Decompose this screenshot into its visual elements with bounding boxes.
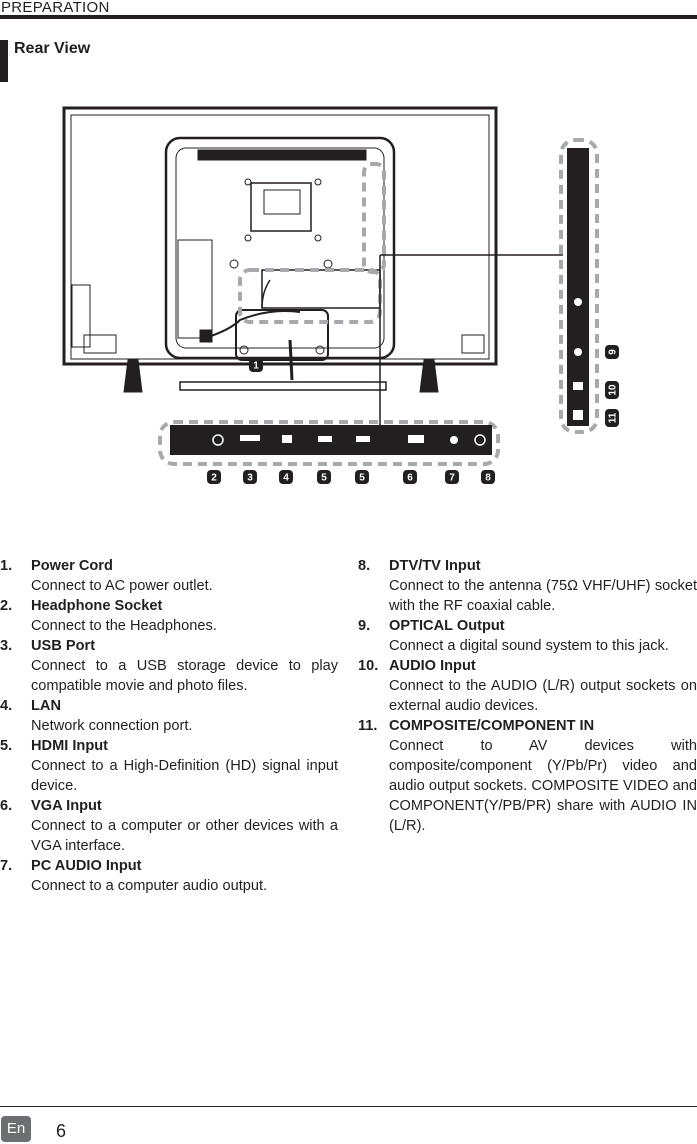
language-badge: En	[1, 1116, 31, 1142]
item-title: OPTICAL Output	[389, 618, 505, 634]
item-title: AUDIO Input	[389, 658, 476, 674]
section-title: Rear View	[14, 40, 91, 57]
item-description: Connect a digital sound system to this j…	[389, 638, 669, 654]
item-number: 1.	[0, 558, 13, 574]
page-header-title: PREPARATION	[1, 0, 110, 16]
callout-badge-5: 5	[317, 470, 331, 484]
callout-label: 9	[608, 349, 619, 355]
item-title: COMPOSITE/COMPONENT IN	[389, 718, 595, 734]
page-number: 6	[56, 1121, 67, 1141]
item-title: USB Port	[31, 638, 96, 654]
item-title: Power Cord	[31, 558, 113, 574]
item-number: 5.	[0, 738, 13, 754]
callout-label: 4	[283, 473, 289, 484]
item-description: Connect to AV devices with composite/com…	[389, 738, 697, 834]
callout-badge-1: 1	[249, 358, 263, 372]
header-rule	[0, 15, 697, 19]
item-number: 3.	[0, 638, 13, 654]
list-item: 11. COMPOSITE/COMPONENT IN Connect to AV d…	[358, 716, 697, 836]
callout-badge-8: 8	[481, 470, 495, 484]
item-description: Connect to the antenna (75Ω VHF/UHF) soc…	[389, 578, 697, 614]
callout-badge-11: 11	[605, 409, 619, 427]
callout-label: 8	[485, 473, 491, 484]
callout-badge-6: 6	[403, 470, 417, 484]
rear-view-diagram: 1 2 3 4 5 5 6 7 8 9 10 11	[62, 106, 619, 484]
callout-label: 5	[359, 473, 365, 484]
list-item: 4. LAN Network connection port.	[0, 696, 338, 736]
callout-badge-2: 2	[207, 470, 221, 484]
callout-label: 11	[608, 412, 619, 423]
section-marker	[0, 40, 8, 82]
footer-rule	[0, 1106, 697, 1107]
callout-label: 1	[253, 361, 259, 372]
item-title: Headphone Socket	[31, 598, 163, 614]
bottom-panel	[170, 425, 492, 455]
tv-back-illustration	[62, 106, 498, 393]
item-number: 2.	[0, 598, 13, 614]
callout-badge-5: 5	[355, 470, 369, 484]
item-number: 8.	[358, 558, 371, 574]
item-number: 11.	[358, 718, 378, 734]
item-number: 7.	[0, 858, 13, 874]
connector-lines	[379, 254, 563, 430]
item-description: Connect to the AUDIO (L/R) output socket…	[389, 678, 697, 714]
callout-badge-9: 9	[605, 345, 619, 359]
callout-badge-7: 7	[445, 470, 459, 484]
item-title: PC AUDIO Input	[31, 858, 142, 874]
item-description: Connect to a USB storage device to play …	[31, 658, 338, 694]
dashed-highlights	[158, 138, 599, 466]
item-description: Connect to a High-Definition (HD) signal…	[31, 758, 338, 794]
callout-label: 3	[247, 473, 253, 484]
item-title: HDMI Input	[31, 738, 109, 754]
item-description: Connect to AC power outlet.	[31, 578, 213, 594]
side-panel	[567, 148, 589, 426]
callout-label: 6	[407, 473, 413, 484]
item-number: 4.	[0, 698, 13, 714]
callout-label: 7	[449, 473, 455, 484]
item-description: Connect to the Headphones.	[31, 618, 217, 634]
item-title: DTV/TV Input	[389, 558, 481, 574]
callout-badge-4: 4	[279, 470, 293, 484]
item-title: LAN	[31, 698, 61, 714]
item-description: Connect to a computer or other devices w…	[31, 818, 338, 854]
item-description: Network connection port.	[31, 718, 193, 734]
item-number: 10.	[358, 658, 379, 674]
item-number: 6.	[0, 798, 13, 814]
callout-badge-3: 3	[243, 470, 257, 484]
callout-badges: 1 2 3 4 5 5 6 7 8 9 10 11	[207, 345, 619, 484]
item-description: Connect to a computer audio output.	[31, 878, 268, 894]
item-number: 9.	[358, 618, 371, 634]
callout-badge-10: 10	[605, 381, 619, 399]
callout-label: 10	[608, 384, 619, 396]
callout-label: 5	[321, 473, 327, 484]
callout-label: 2	[211, 473, 217, 484]
item-title: VGA Input	[31, 798, 102, 814]
